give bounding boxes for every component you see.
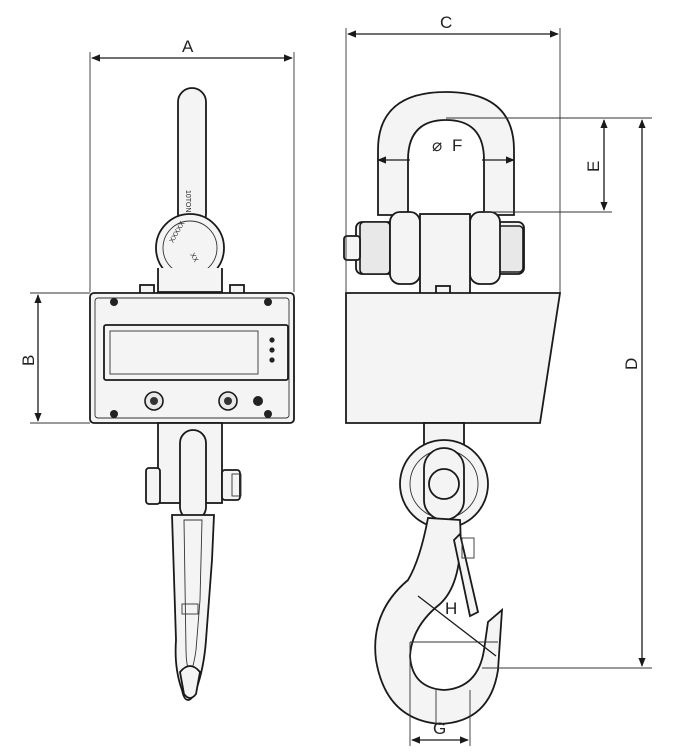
screw-icon	[264, 298, 272, 306]
front-shackle-neck	[157, 268, 223, 293]
dim-symbol-f: ⌀	[432, 136, 442, 155]
dim-label-d: D	[622, 358, 641, 370]
front-display-screen	[109, 330, 259, 375]
dim-label-a: A	[182, 37, 194, 56]
dim-label-h: H	[445, 599, 457, 618]
front-swivel-side-left	[145, 467, 161, 505]
dim-label-g: G	[433, 719, 446, 738]
dim-label-b: B	[19, 355, 38, 366]
side-shackle-bow	[377, 91, 515, 216]
screw-icon	[110, 410, 118, 418]
side-hook	[374, 517, 504, 725]
front-button-right-center	[224, 397, 232, 405]
side-latch-spring	[461, 537, 475, 559]
screw-icon	[110, 298, 118, 306]
front-hook-loop	[179, 429, 207, 521]
front-hook-latch	[181, 603, 199, 615]
screw-icon	[264, 410, 272, 418]
dim-line-h	[417, 595, 497, 657]
side-main-body	[345, 292, 562, 424]
side-bushing-right	[469, 211, 501, 285]
indicator-led-icon	[269, 337, 275, 343]
front-swivel-side-right	[221, 469, 241, 501]
side-center-block	[419, 213, 471, 295]
dim-label-f: F	[452, 136, 462, 155]
front-shackle-pin	[177, 87, 207, 229]
side-pin-cap	[343, 235, 361, 261]
front-display-frame	[103, 324, 289, 381]
indicator-led-icon	[269, 347, 275, 353]
indicator-led-icon	[269, 357, 275, 363]
front-swivel-nut	[231, 473, 242, 497]
front-shackle-mark: 10TON	[184, 190, 191, 212]
front-hook-shank	[171, 514, 215, 701]
front-button-left-center	[150, 397, 158, 405]
front-body-inner	[94, 297, 290, 419]
front-view: 10TON XXXXX XX	[19, 37, 295, 701]
side-hook-latch	[453, 532, 480, 618]
side-nut-left	[359, 221, 391, 275]
side-view: ⌀ F C D	[343, 13, 652, 746]
front-button-small	[253, 396, 263, 406]
dim-label-c: C	[440, 13, 452, 32]
front-hook-tip	[179, 665, 201, 699]
side-swivel-pin	[428, 468, 460, 500]
front-ring-mark-2: XX	[188, 252, 199, 264]
side-bushing-left	[389, 211, 421, 285]
dim-label-e: E	[584, 161, 603, 172]
